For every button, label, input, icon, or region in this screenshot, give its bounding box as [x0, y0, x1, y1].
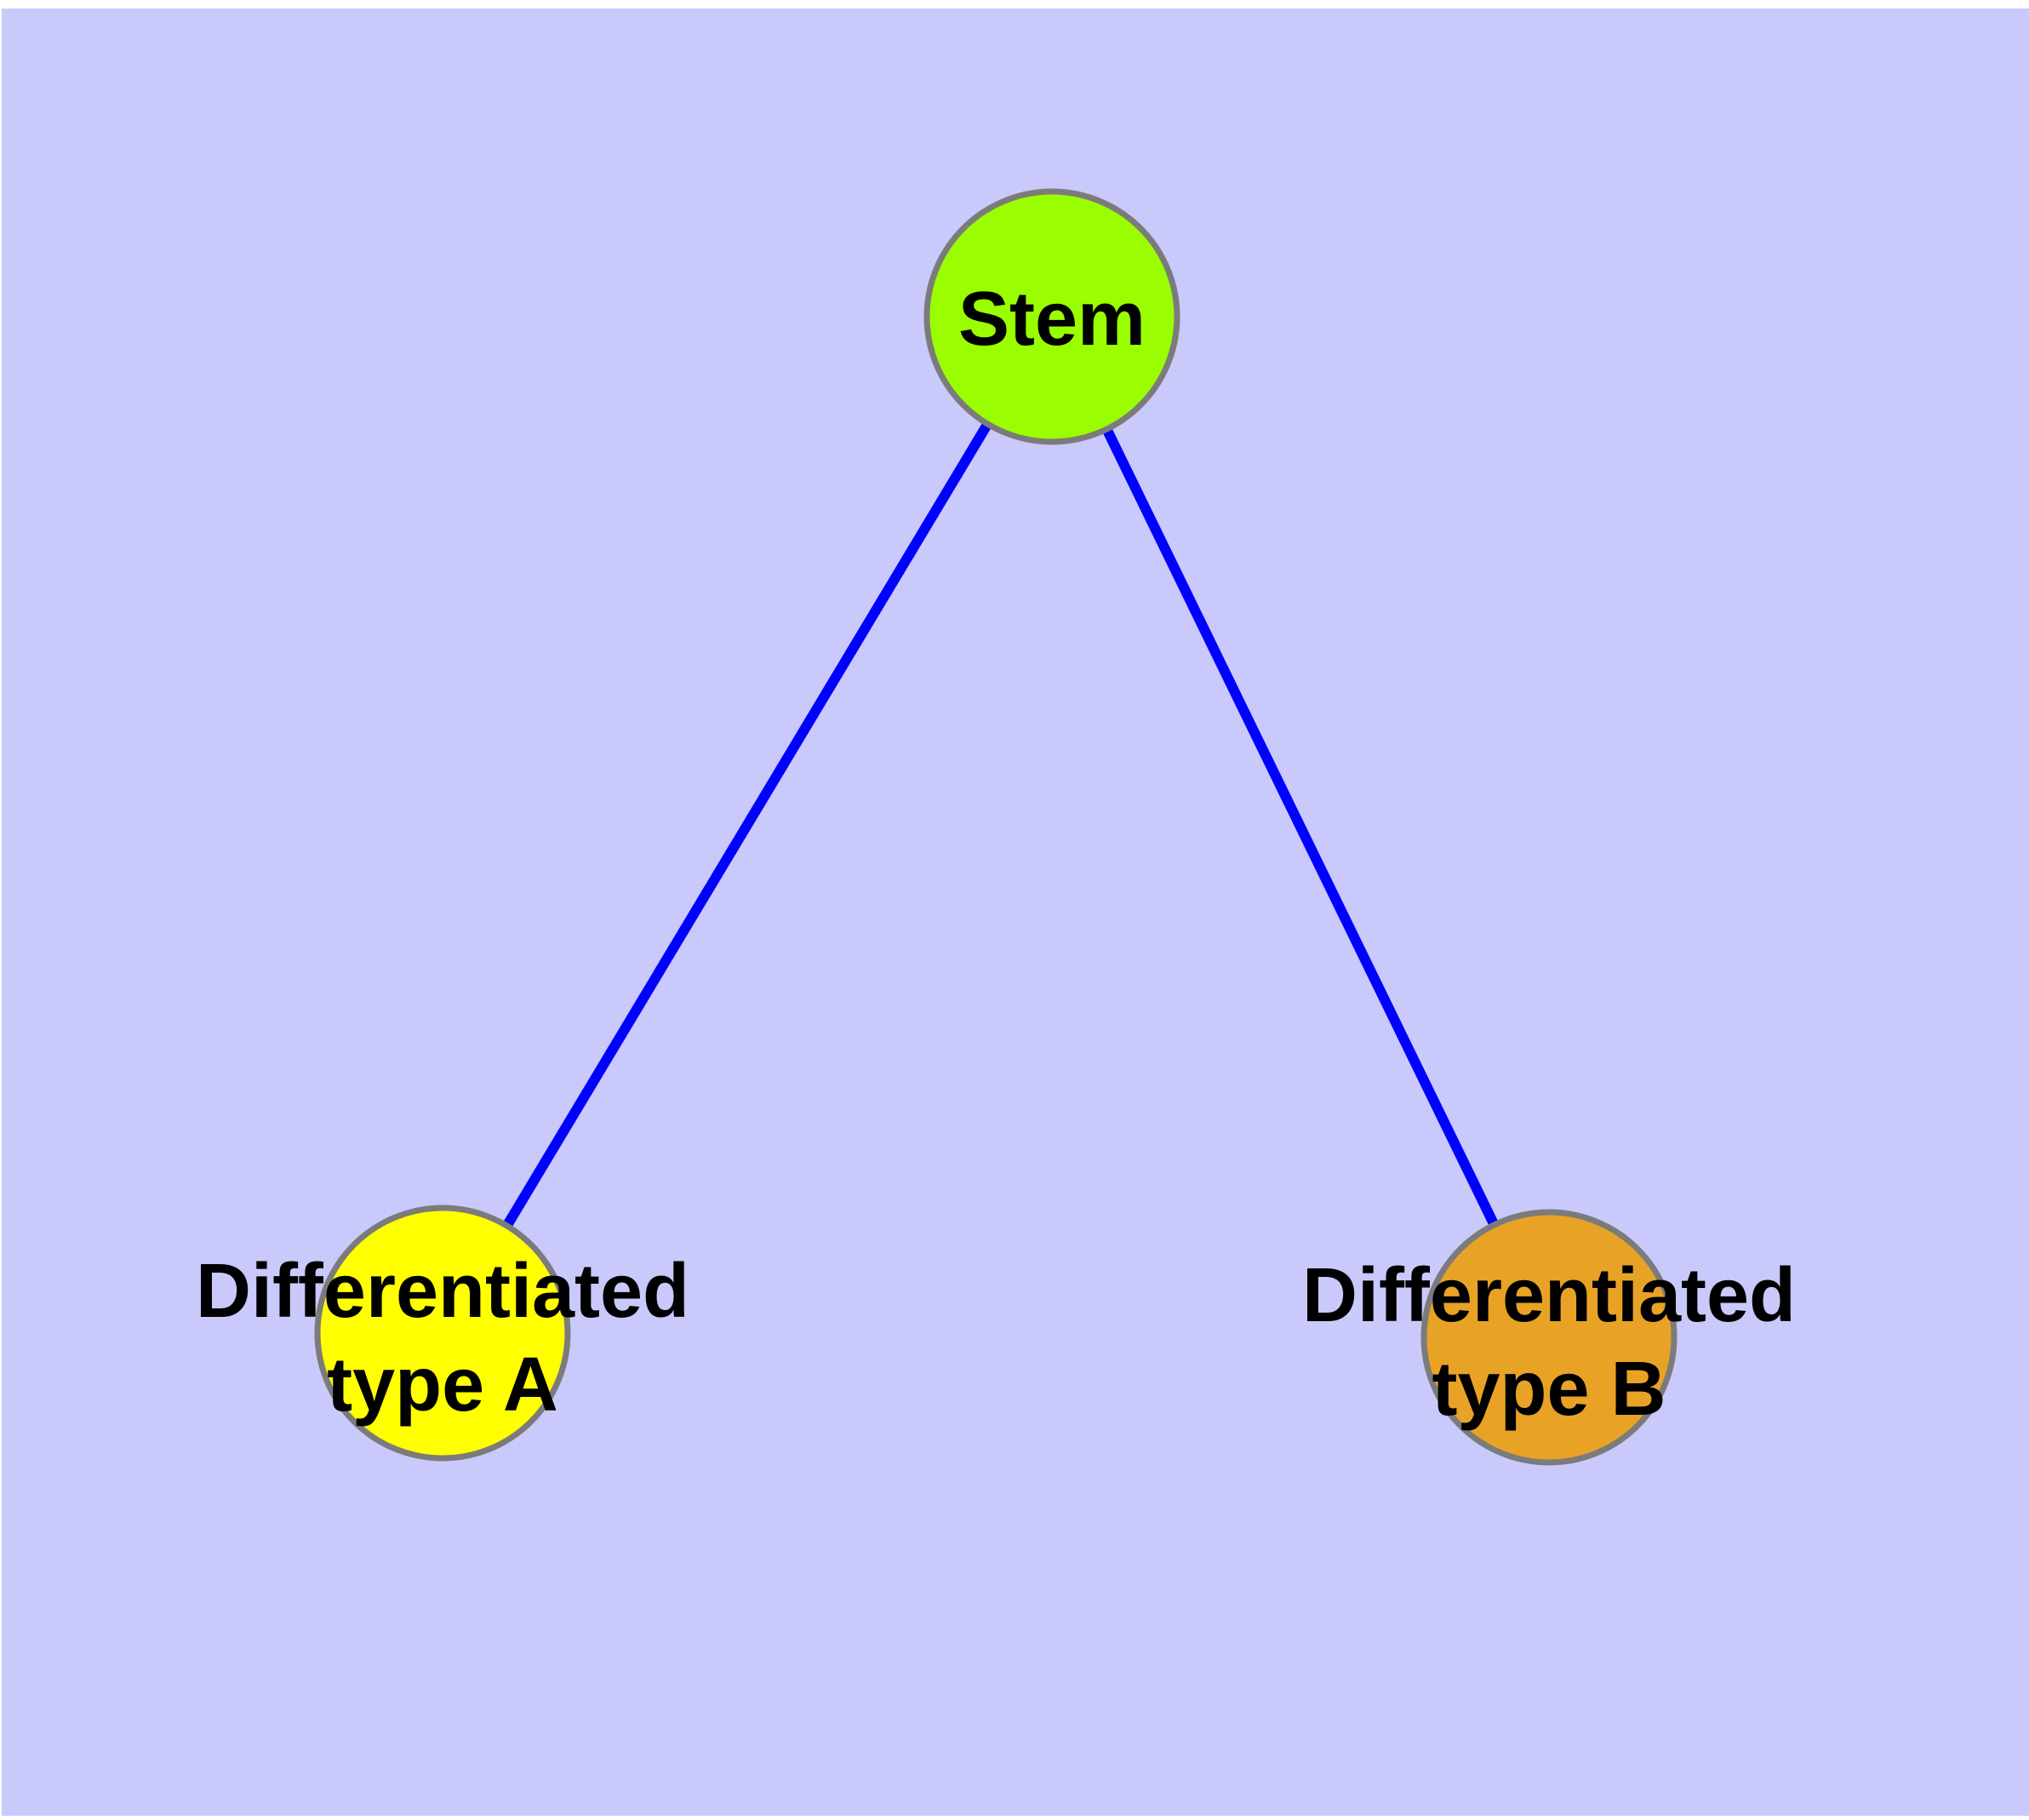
edge-stem-to-type-a [437, 313, 1057, 1336]
node-type-b-label-line1: Differentiated [1302, 1253, 1796, 1338]
node-stem-label: Stem [958, 277, 1146, 362]
node-stem [923, 188, 1180, 445]
node-differentiated-type-b [1420, 1209, 1677, 1466]
node-type-b-label-line2: type B [1432, 1347, 1666, 1432]
node-type-a-label-line2: type A [327, 1342, 558, 1428]
node-differentiated-type-a [314, 1205, 571, 1462]
node-type-a-label-line1: Differentiated [196, 1249, 689, 1334]
edge-stem-to-type-b [1047, 314, 1554, 1340]
